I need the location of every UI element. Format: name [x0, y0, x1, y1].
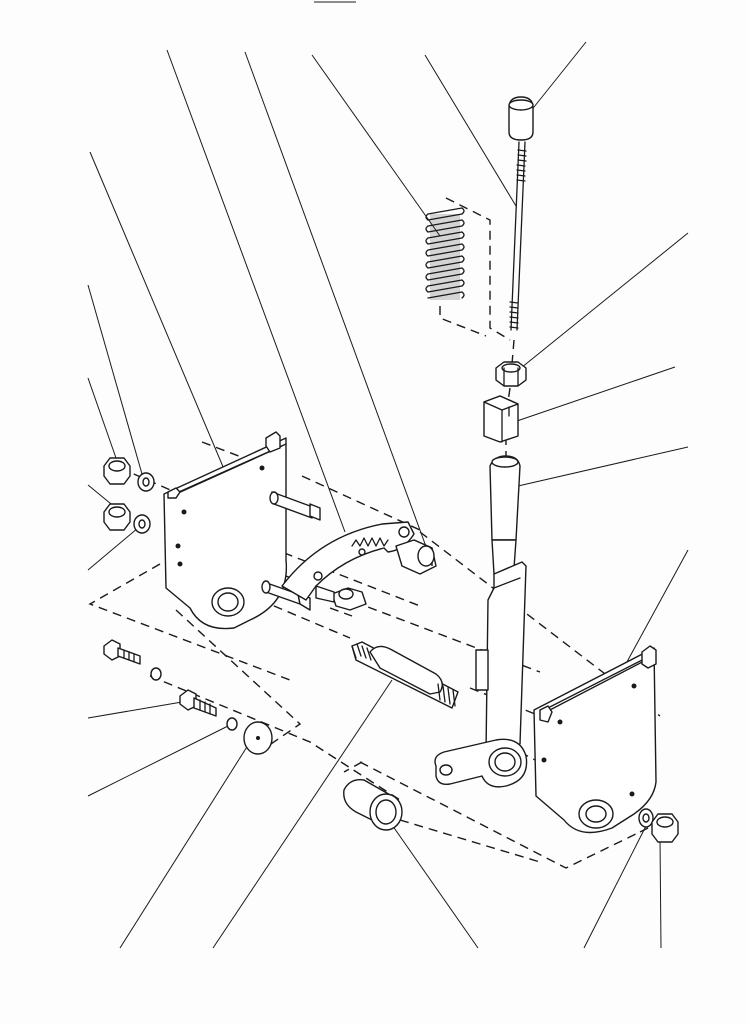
frame-guide-line	[359, 761, 641, 869]
leader-line	[389, 821, 479, 949]
small-lock-washer-lower	[226, 717, 238, 731]
leader-line	[583, 825, 647, 949]
hex-nut-left-lower	[103, 503, 131, 531]
leader-line	[87, 284, 143, 475]
hex-nut-left-upper	[103, 457, 131, 485]
long-threaded-shaft	[351, 641, 459, 709]
shift-lever	[434, 455, 528, 788]
small-bolt-lower	[179, 689, 217, 717]
rod-threads-bottom	[509, 301, 519, 329]
frame-guide-line	[149, 675, 401, 801]
bolt-axis-line	[399, 819, 541, 863]
bolt-axis-line	[419, 531, 661, 717]
leader-line	[166, 49, 346, 533]
bolt-axis-line	[259, 599, 351, 639]
threaded-rod	[509, 141, 527, 331]
leader-line	[87, 377, 117, 459]
leader-line	[659, 837, 662, 949]
small-lock-washer-upper	[150, 667, 162, 681]
leader-line	[244, 51, 429, 553]
rod-threads-top	[516, 149, 527, 182]
leader-line	[212, 679, 393, 949]
bolt-axis-line	[199, 519, 421, 607]
washer-left-upper	[137, 472, 155, 492]
right-bracket-plate	[533, 645, 657, 834]
leader-line	[89, 151, 233, 489]
small-bolt-upper	[103, 639, 141, 665]
hex-nut-right	[651, 813, 679, 843]
left-bracket-plate	[163, 431, 288, 630]
bolt-axis-line	[329, 607, 353, 617]
leader-line	[119, 741, 251, 949]
stud-pin-upper	[269, 491, 321, 521]
slide-block	[483, 395, 519, 443]
rod-guide-line	[511, 339, 515, 365]
frame-guide-line	[343, 761, 363, 773]
leader-line	[513, 366, 676, 423]
compression-spring	[425, 207, 465, 300]
hex-nut-top	[495, 361, 527, 387]
knob-cap	[508, 96, 534, 141]
leader-line	[87, 725, 229, 797]
shaft-threads-left	[351, 643, 372, 661]
washer-left-lower	[133, 514, 151, 534]
hex-bolt-upper-right	[395, 539, 437, 575]
stud-pin-lower	[261, 580, 311, 611]
leader-line	[517, 446, 689, 487]
spring-guide-line	[445, 197, 511, 341]
leader-line	[87, 527, 139, 571]
frame-guide-line	[88, 563, 291, 681]
detent-sector-plate	[281, 521, 415, 601]
leader-line	[424, 54, 517, 207]
shaft-threads-right	[437, 683, 456, 707]
frame-guide-line	[175, 609, 302, 747]
leader-line	[515, 232, 689, 373]
spring-guide-line	[439, 306, 487, 337]
bolt-axis-line	[301, 475, 421, 531]
washer-right	[638, 808, 654, 828]
flanged-bushing	[343, 779, 403, 831]
leader-line	[87, 701, 183, 719]
rod-guide-line	[507, 387, 511, 403]
flat-washer-disc	[243, 721, 273, 755]
leader-line	[529, 41, 587, 113]
hex-bolt-middle	[315, 585, 367, 611]
leader-line	[311, 54, 441, 237]
